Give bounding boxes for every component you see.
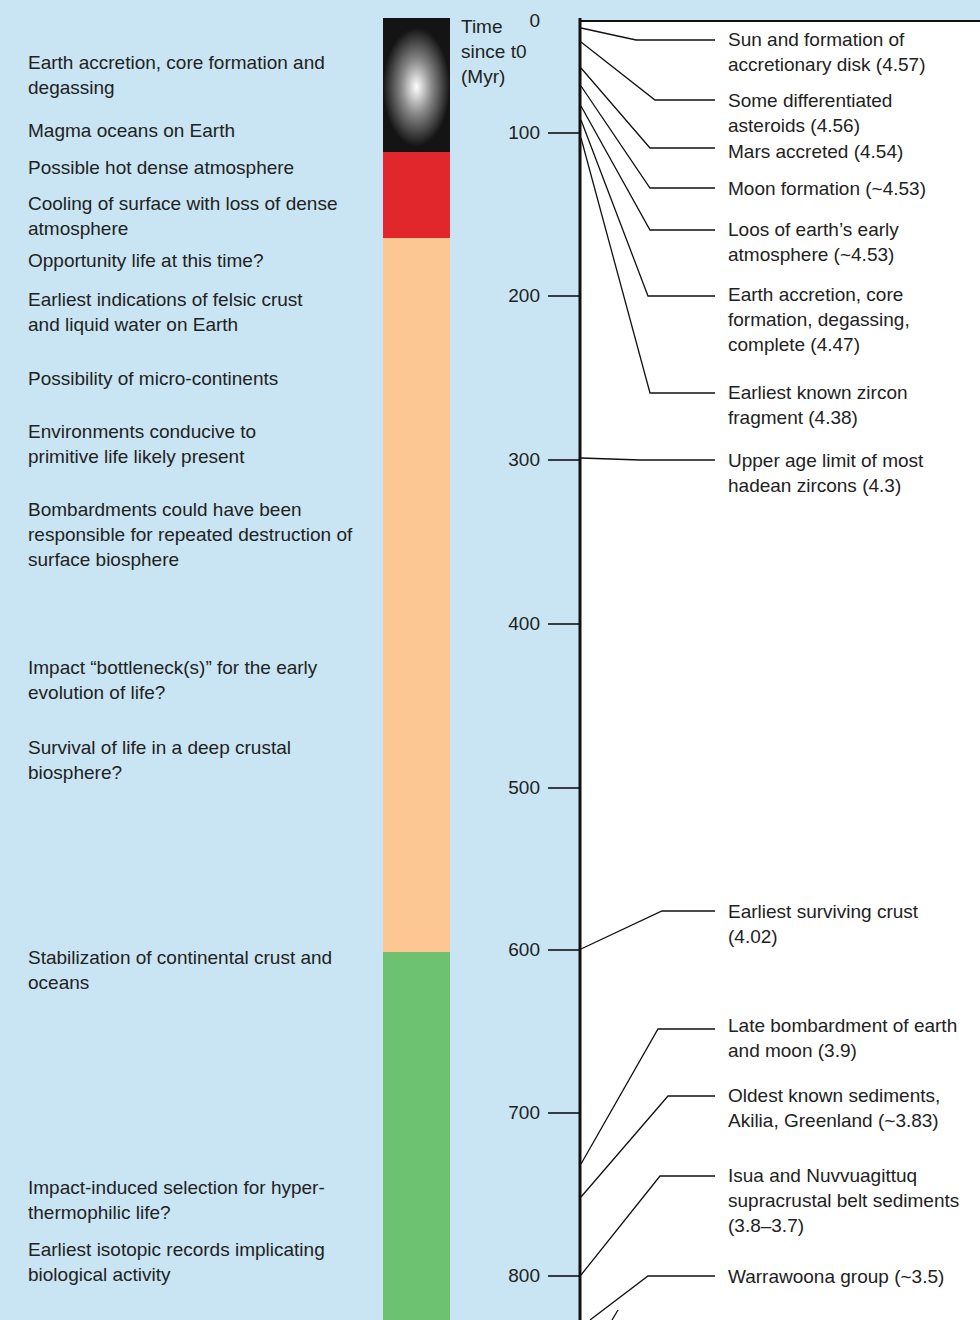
tick-number: 500 [480, 775, 540, 800]
note: Cooling of surface with loss of dense at… [28, 191, 348, 241]
note: Earliest isotopic records implicating bi… [28, 1237, 373, 1287]
event-label: Moon formation (~4.53) [728, 176, 973, 201]
event-label: Warrawoona group (~3.5) [728, 1264, 973, 1289]
event-label: Earliest known zircon fragment (4.38) [728, 380, 968, 430]
tick-number: 300 [480, 447, 540, 472]
event-label: Sun and formation of accretionary disk (… [728, 27, 968, 77]
note: Bombardments could have been responsible… [28, 497, 376, 572]
stable-crust-band [383, 952, 450, 1320]
note: Earth accretion, core formation and dega… [28, 50, 348, 100]
tick-number: 700 [480, 1100, 540, 1125]
event-label: Isua and Nuvvuagittuq supracrustal belt … [728, 1163, 968, 1238]
tick-number: 800 [480, 1263, 540, 1288]
tick-number: 600 [480, 937, 540, 962]
event-label: Late bombardment of earth and moon (3.9) [728, 1013, 968, 1063]
event-label: Loos of earth’s early atmosphere (~4.53) [728, 217, 968, 267]
hot-atmosphere-band [383, 152, 450, 238]
event-label: Oldest known sediments, Akilia, Greenlan… [728, 1083, 973, 1133]
note: Stabilization of continental crust and o… [28, 945, 348, 995]
event-label: Earliest surviving crust (4.02) [728, 899, 968, 949]
tick-number: 200 [480, 283, 540, 308]
note: Survival of life in a deep crustal biosp… [28, 735, 348, 785]
event-label: Mars accreted (4.54) [728, 139, 968, 164]
note: Opportunity life at this time? [28, 248, 368, 273]
tick-number: 0 [500, 8, 540, 33]
time-axis [579, 18, 582, 1320]
event-label: Some differentiated asteroids (4.56) [728, 88, 968, 138]
accretion-band [383, 18, 450, 152]
panel-top-border [580, 20, 980, 22]
note: Earliest indications of felsic crust and… [28, 287, 328, 337]
event-label: Upper age limit of most hadean zircons (… [728, 448, 968, 498]
event-label: Earth accretion, core formation, degassi… [728, 282, 958, 357]
note: Environments conducive to primitive life… [28, 419, 328, 469]
event-panel [580, 20, 980, 1320]
note: Impact-induced selection for hyper-therm… [28, 1175, 368, 1225]
note: Impact “bottleneck(s)” for the early evo… [28, 655, 348, 705]
hadean-band [383, 238, 450, 952]
note: Possibility of micro-continents [28, 366, 368, 391]
leader-lines [581, 28, 715, 1320]
note: Possible hot dense atmosphere [28, 155, 368, 180]
note: Magma oceans on Earth [28, 118, 368, 143]
axis-ticks [548, 133, 580, 1276]
accretion-glow [383, 28, 450, 146]
tick-number: 400 [480, 611, 540, 636]
tick-number: 100 [480, 120, 540, 145]
